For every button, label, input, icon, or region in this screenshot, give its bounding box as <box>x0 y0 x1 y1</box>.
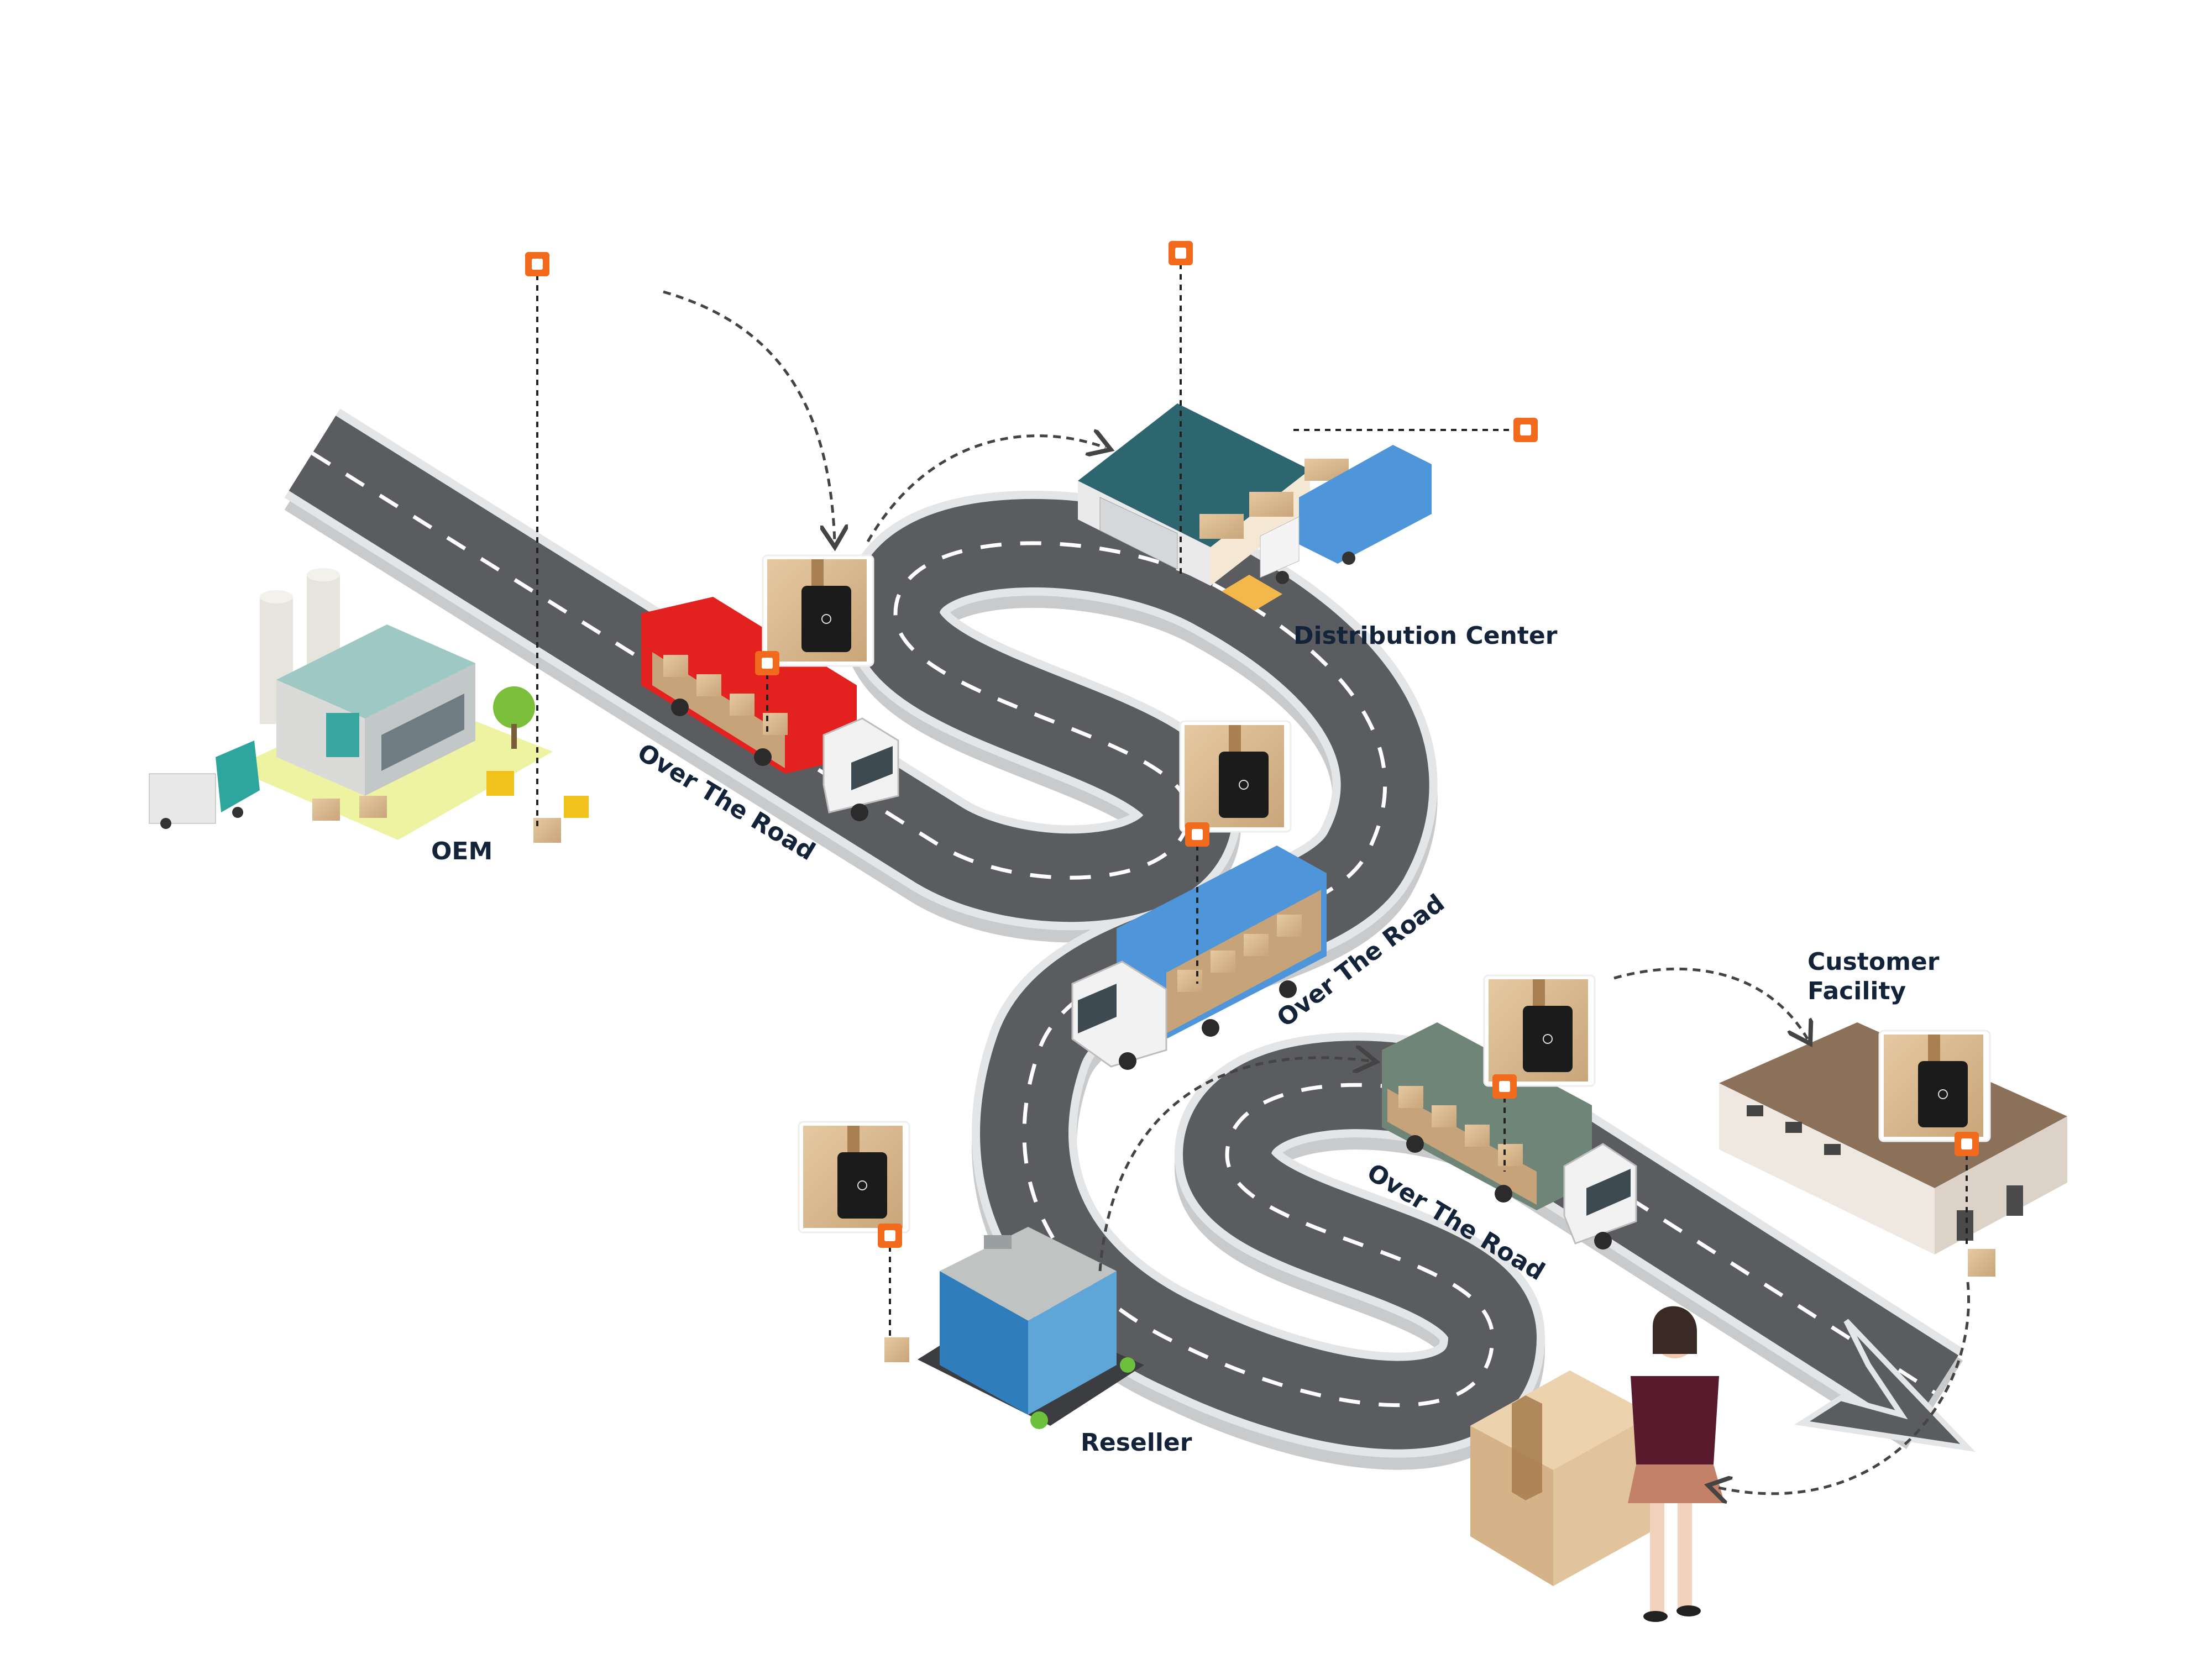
label-oem: OEM <box>431 837 493 865</box>
tracker-box-customer <box>1878 1030 1991 1142</box>
tracker-device-icon <box>1523 1006 1573 1072</box>
tracking-point-icon <box>1513 418 1538 442</box>
tracking-point-icon <box>1955 1132 1979 1156</box>
tracker-box-reseller <box>798 1121 910 1233</box>
tracking-lines <box>536 253 1968 1337</box>
label-reseller: Reseller <box>1081 1429 1192 1457</box>
customer-package <box>1968 1249 1995 1277</box>
reseller-package <box>884 1337 909 1362</box>
tracker-device-icon <box>801 586 851 652</box>
oem-factory <box>149 568 589 843</box>
label-distribution-center: Distribution Center <box>1293 622 1558 650</box>
tracking-point-icon <box>755 651 779 675</box>
tracking-point-icon <box>1185 822 1209 847</box>
tracking-point-icon <box>525 252 549 276</box>
tracker-device-icon <box>1219 752 1269 818</box>
tracker-box-red-truck <box>762 554 874 667</box>
tracking-point-icon <box>1169 241 1193 265</box>
red-truck <box>641 597 899 821</box>
label-customer-facility-line2: Facility <box>1807 977 1906 1005</box>
tracking-point-icon <box>1492 1074 1517 1099</box>
customer-person <box>1470 1306 1725 1622</box>
tracker-device-icon <box>1918 1061 1968 1127</box>
tracking-point-icon <box>878 1224 902 1248</box>
reseller-building <box>884 1227 1144 1429</box>
tracker-box-blue-truck <box>1179 720 1292 833</box>
flow-arrows <box>663 290 1970 1494</box>
road-arrowhead <box>1794 1319 1976 1452</box>
label-customer-facility-line1: Customer <box>1807 948 1940 976</box>
tracker-box-green-truck <box>1483 974 1596 1087</box>
blue-truck <box>1071 846 1327 1070</box>
distribution-center <box>1078 403 1432 611</box>
tracker-device-icon <box>837 1152 887 1219</box>
tracking-markers <box>525 241 1979 1248</box>
green-truck <box>1382 1022 1637 1250</box>
